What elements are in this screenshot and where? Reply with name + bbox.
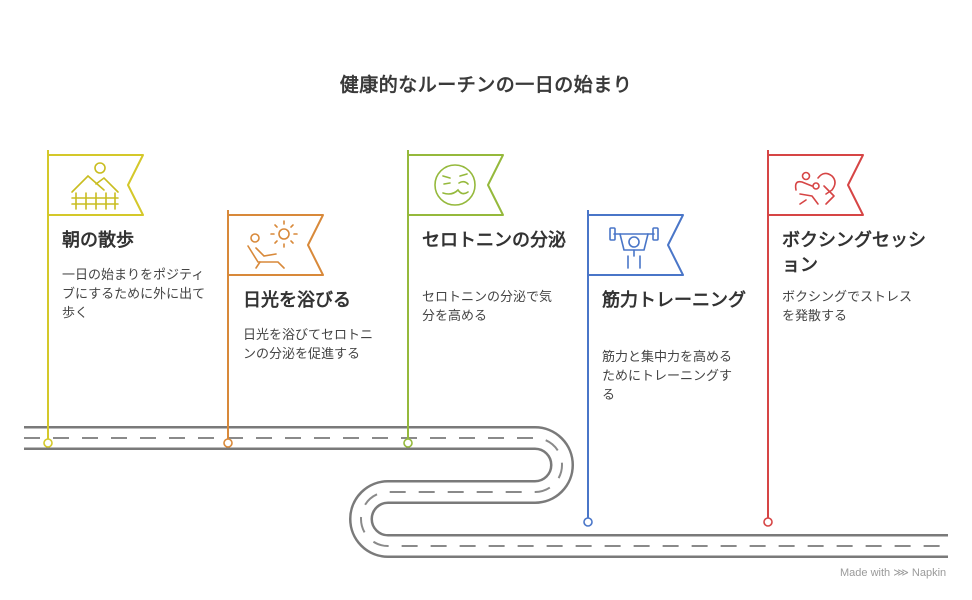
landscape-fence-icon (71, 162, 119, 210)
step-3-title: セロトニンの分泌 (422, 230, 566, 251)
step-flag-2 (223, 210, 324, 448)
step-1-title: 朝の散歩 (62, 230, 134, 251)
page-title: 健康的なルーチンの一日の始まり (339, 74, 633, 96)
step-1-description: 一日の始まりをポジティブにするために外に出て歩く (62, 268, 206, 321)
winding-road (24, 426, 948, 558)
happy-face-icon (434, 164, 476, 206)
step-flag-5 (763, 150, 864, 527)
boxing-icon (794, 171, 836, 205)
sunbathing-icon (247, 220, 298, 269)
step-4-title: 筋力トレーニング (602, 290, 746, 311)
step-2-title: 日光を浴びる (243, 290, 351, 311)
weightlifter-icon (609, 227, 659, 269)
step-5-description: ボクシングでストレスを発散する (782, 290, 913, 324)
step-3-description: セロトニンの分泌で気分を高める (422, 290, 553, 324)
step-4-description: 筋力と集中力を高めるためにトレーニングする (602, 350, 733, 403)
napkin-watermark: Made with ⋙ Napkin (840, 567, 947, 579)
step-flag-3 (403, 150, 504, 448)
step-flag-4 (583, 210, 684, 527)
step-flag-1 (43, 150, 144, 448)
step-2-description: 日光を浴びてセロトニンの分泌を促進する (243, 328, 374, 362)
step-5-title: ボクシングセッション (782, 230, 926, 276)
